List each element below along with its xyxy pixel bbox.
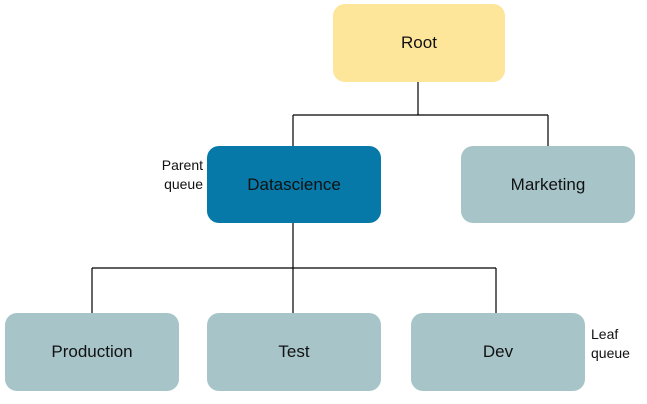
dev-node: Dev — [411, 313, 585, 391]
root-node: Root — [333, 4, 505, 82]
production-node: Production — [5, 313, 179, 391]
test-node-label: Test — [278, 342, 310, 361]
datascience-node: Datascience — [207, 146, 381, 223]
parent-queue-note: Parent queue — [143, 156, 203, 194]
datascience-node-label: Datascience — [247, 174, 341, 194]
parent-queue-note-line2: queue — [164, 176, 203, 192]
parent-queue-note-line1: Parent — [161, 157, 203, 173]
leaf-queue-note: Leaf queue — [591, 325, 645, 363]
production-node-label: Production — [51, 342, 133, 361]
leaf-queue-note-line1: Leaf — [591, 326, 619, 342]
marketing-node-label: Marketing — [510, 174, 586, 194]
dev-node-label: Dev — [482, 342, 514, 361]
test-node: Test — [207, 313, 381, 391]
leaf-queue-note-line2: queue — [591, 345, 630, 361]
marketing-node: Marketing — [461, 146, 635, 223]
root-node-label: Root — [401, 33, 437, 52]
